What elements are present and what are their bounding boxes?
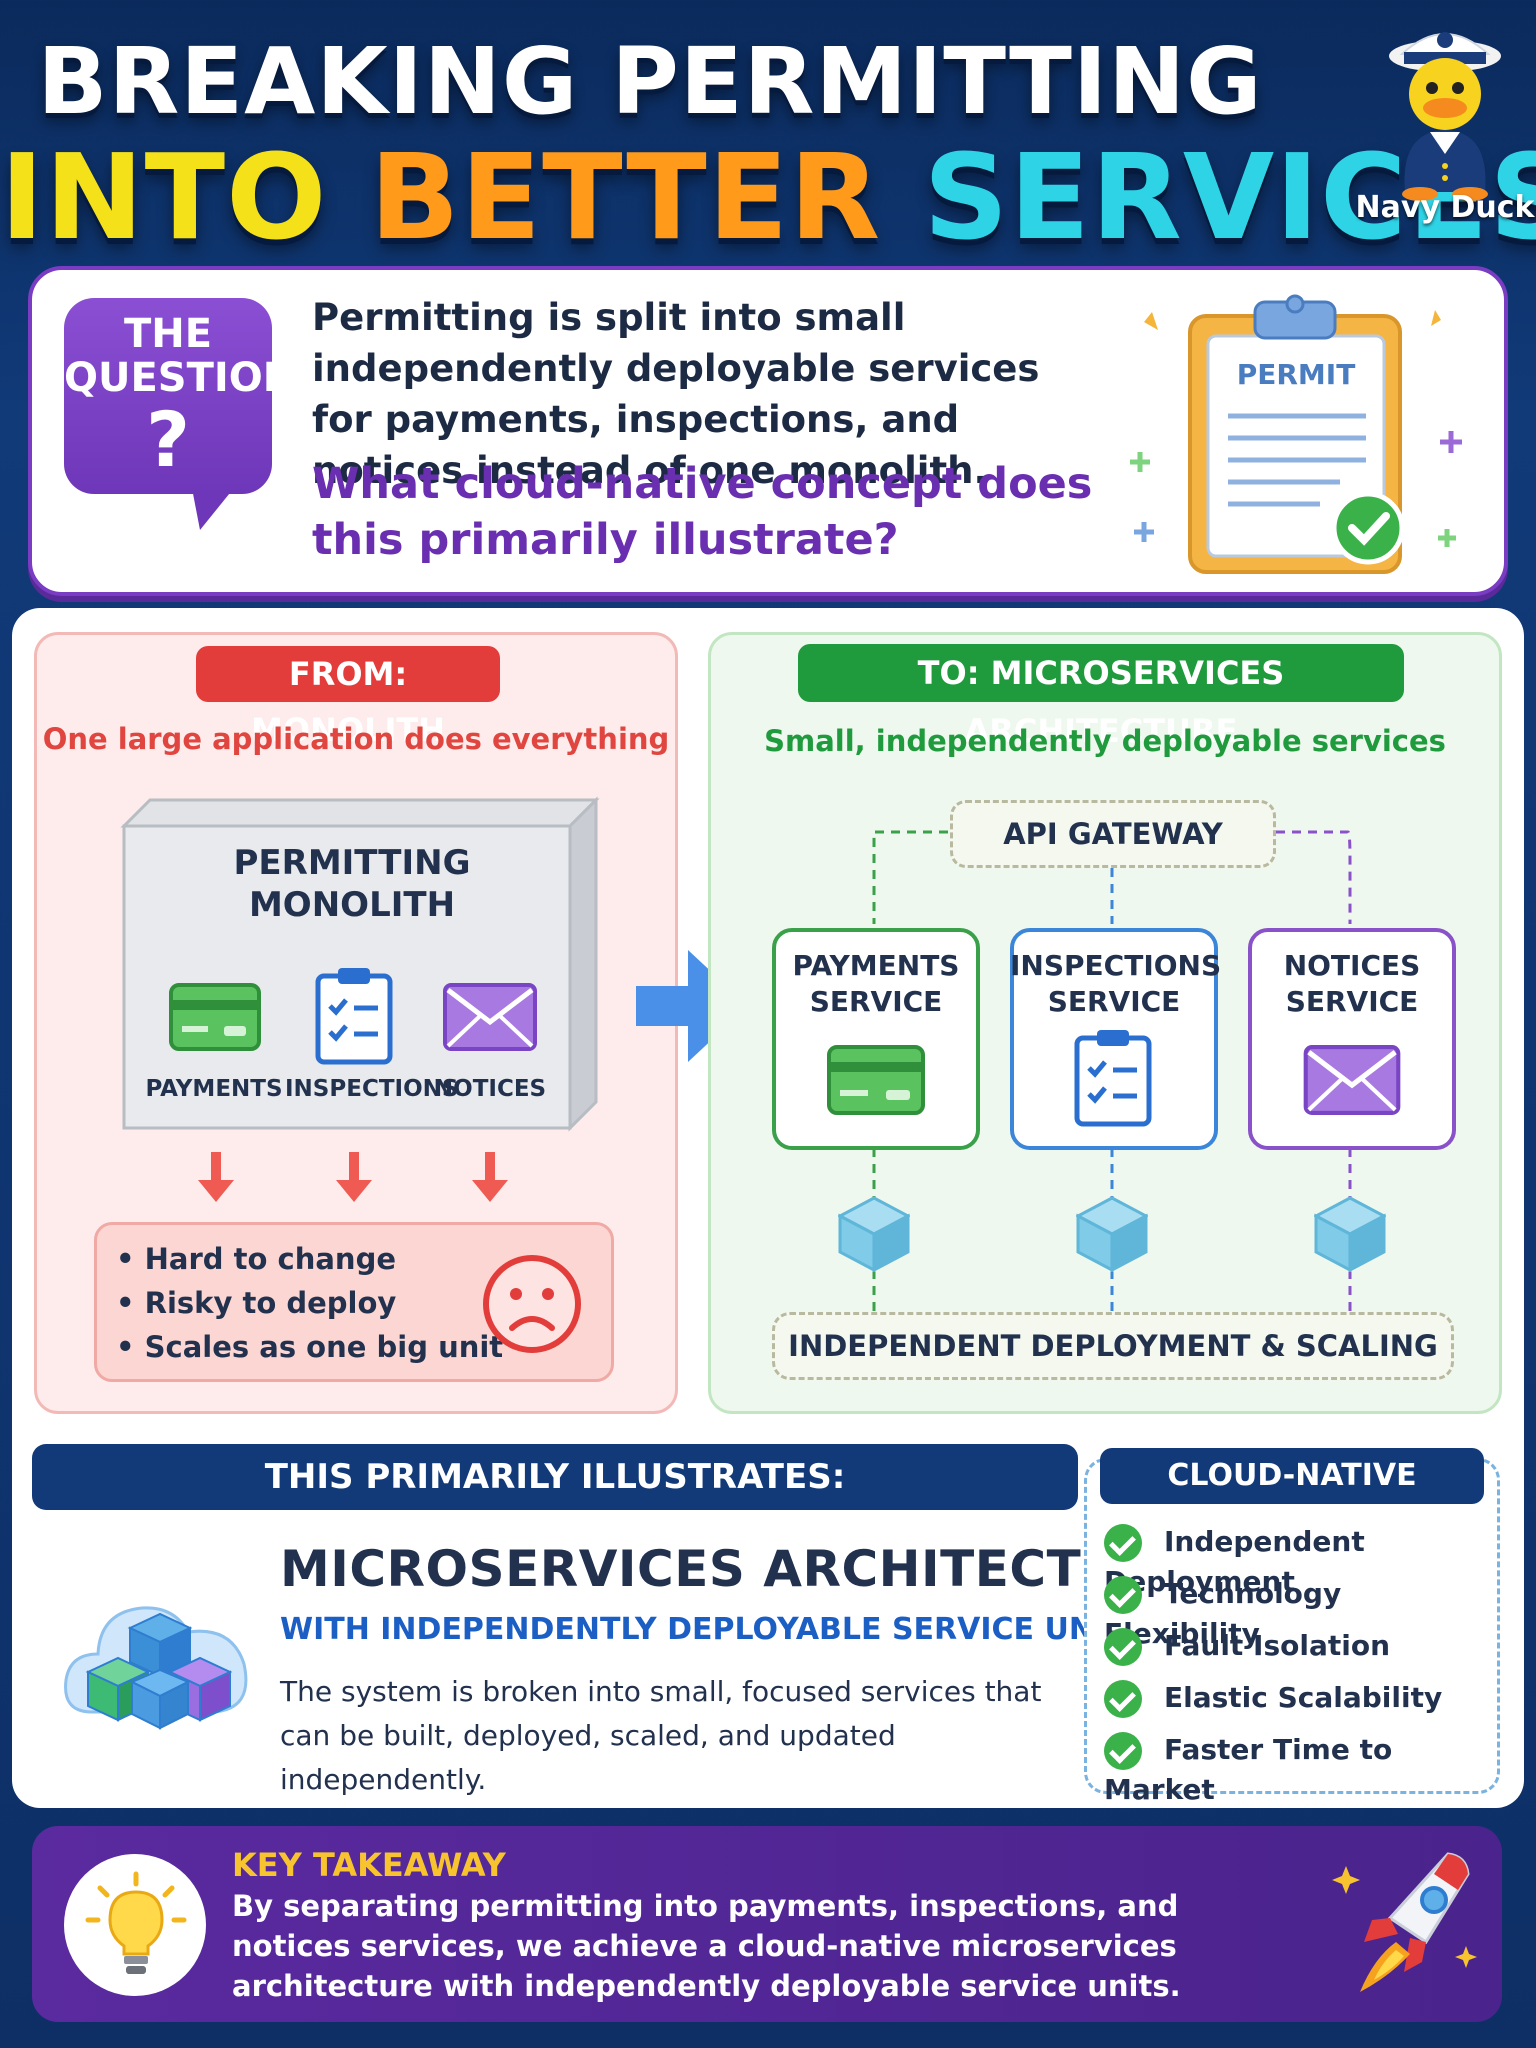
question-bubble: THE QUESTION ? [64,298,297,494]
mascot-label: Navy Duck [1355,190,1535,225]
duck-mascot-icon [1389,32,1501,201]
benefit-item: Elastic Scalability [1104,1678,1494,1718]
monolith-label-payments: PAYMENTS [145,1076,283,1102]
monolith-label-notices: NOTICES [433,1076,547,1102]
cube-icon [838,1196,910,1272]
down-arrow-icon [198,1152,234,1202]
cube-icon [1076,1196,1148,1272]
notices-service-line-2: SERVICE [1285,985,1419,1018]
microservices-description: The system is broken into small, focused… [280,1675,1042,1796]
question-text: Permitting is split into small independe… [312,296,1040,492]
key-takeaway-panel [32,1826,1502,2022]
question-bubble-line-2: QUESTION [64,355,297,401]
con-item: • Risky to deploy [116,1286,397,1320]
key-takeaway-title: KEY TAKEAWAY [232,1846,506,1884]
inspections-service-line-1: INSPECTIONS [1010,949,1222,982]
payments-service-title: PAYMENTS SERVICE [772,948,980,1020]
clipboard-label: PERMIT [1237,358,1356,391]
question-ask: What cloud-native concept does this prim… [312,459,1093,565]
light-bulb-icon [85,1871,187,1974]
monolith-box-title: PERMITTING MONOLITH [156,842,548,926]
benefits-title: CLOUD-NATIVE BENEFITS [1100,1448,1484,1549]
illustrates-bar: THIS PRIMARILY ILLUSTRATES: [32,1444,1078,1510]
check-icon [1104,1732,1142,1770]
sad-face-icon [483,1255,581,1353]
microservices-subtitle: Small, independently deployable services [764,724,1446,758]
monolith-box [120,796,600,1132]
monolith-label-inspections: INSPECTIONS [285,1076,459,1102]
clipboard-permit-icon: PERMIT [1130,294,1462,574]
benefit-item: Technology Flexibility [1104,1576,1342,1650]
benefit-item: Faster Time to Market [1104,1732,1393,1806]
envelope-icon [443,983,537,1051]
title-word-better: BETTER [369,128,882,266]
question-bubble-line-1: THE [123,311,213,357]
down-arrow-icon [336,1152,372,1202]
monolith-subtitle: One large application does everything [42,722,670,756]
monolith-pill: FROM: MONOLITH [196,646,500,749]
down-arrow-icon [472,1152,508,1202]
check-icon [1104,1680,1142,1718]
api-gateway: API GATEWAY [950,800,1276,868]
con-item: • Scales as one big unit [116,1330,504,1364]
title-line-1: BREAKING PERMITTING [37,28,1263,135]
payments-service-line-1: PAYMENTS [792,949,960,982]
title-line-2: INTO BETTER SERVICES [0,128,1536,266]
right-arrow-icon [636,950,748,1062]
key-takeaway-text: By separating permitting into payments, … [232,1889,1181,2003]
benefit-item: Fault Isolation [1104,1626,1494,1666]
rocket-icon [1332,1852,1477,1992]
benefit-item: Independent Deployment [1104,1524,1365,1598]
benefits-box [1084,1458,1500,1794]
notices-service-line-1: NOTICES [1283,949,1421,982]
monolith-box-title-line-1: PERMITTING [233,843,471,883]
check-icon [1104,1576,1142,1614]
payments-service-line-2: SERVICE [809,985,943,1018]
service-connectors [872,830,1352,1314]
microservices-title: MICROSERVICES ARCHITECTURE [280,1540,1196,1598]
credit-card-icon [169,983,261,1051]
microservices-pill: TO: MICROSERVICES ARCHITECTURE [798,644,1404,750]
title-word-into: INTO [0,128,328,266]
notices-service-title: NOTICES SERVICE [1248,948,1456,1020]
inspections-service-title: INSPECTIONS SERVICE [1010,948,1222,1020]
microservices-subtitle-blue: WITH INDEPENDENTLY DEPLOYABLE SERVICE UN… [280,1612,1159,1647]
check-icon [1104,1628,1142,1666]
checklist-icon [315,968,393,1065]
check-icon [1104,1524,1142,1562]
cube-icon [1314,1196,1386,1272]
cloud-cubes-icon [64,1606,248,1730]
monolith-box-title-line-2: MONOLITH [248,885,456,925]
envelope-icon [1303,1045,1401,1115]
con-item: • Hard to change [116,1242,396,1276]
credit-card-icon [827,1045,925,1115]
question-mark: ? [145,395,191,484]
inspections-service-line-2: SERVICE [1047,985,1181,1018]
independent-deployment-bar: INDEPENDENT DEPLOYMENT & SCALING [772,1312,1454,1380]
checklist-icon [1074,1030,1152,1127]
